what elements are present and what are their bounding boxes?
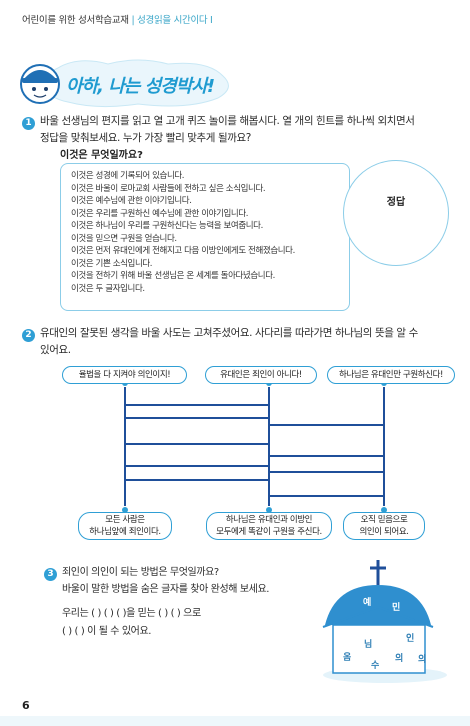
ladder-bottom-label-2-line1: 하나님은 유대인과 이방인 bbox=[225, 515, 313, 525]
hint-line: 이것을 믿으면 구원을 얻습니다. bbox=[71, 233, 177, 244]
church-puzzle: 예 민 님 인 옴 수 의 의 bbox=[315, 555, 455, 685]
church-letter: 의 bbox=[395, 654, 404, 664]
answer-circle[interactable]: 정답 bbox=[343, 160, 449, 266]
question-number-2: 2 bbox=[22, 329, 35, 342]
banner-title: 아하, 나는 성경박사! bbox=[66, 76, 215, 97]
ladder-bottom-label-2-line2: 모두에게 똑같이 구원을 주신다. bbox=[216, 527, 322, 537]
church-letter: 민 bbox=[392, 603, 401, 613]
header-title: 어린이를 위한 성서학습교재 bbox=[22, 15, 129, 26]
question-3-fill-line1[interactable]: 우리는 ( ) ( ) ( )을 믿는 ( ) ( ) 으로 bbox=[62, 608, 201, 619]
hint-line: 이것은 먼저 유대인에게 전해지고 다음 이방인에게도 전해졌습니다. bbox=[71, 246, 295, 256]
ladder-bottom-label-1-line2: 하나님앞에 죄인이다. bbox=[89, 527, 161, 537]
question-number-3: 3 bbox=[44, 568, 57, 581]
question-1-text-line2: 정답을 맞춰보세요. 누가 가장 빨리 맞추게 될까요? bbox=[40, 132, 251, 144]
church-icon bbox=[322, 560, 447, 683]
hint-box-label: 이것은 무엇일까요? bbox=[60, 150, 143, 161]
question-3-text-line1: 죄인이 의인이 되는 방법은 무엇일까요? bbox=[62, 567, 219, 578]
hint-line: 이것을 전하기 위해 바울 선생님은 온 세계를 돌아다녔습니다. bbox=[71, 271, 275, 281]
page-header: 어린이를 위한 성서학습교재 | 성경읽을 시간이다 I bbox=[22, 12, 213, 26]
banner-cloud-icon bbox=[20, 59, 229, 108]
bottom-strip bbox=[0, 716, 470, 726]
ladder-top-label-1: 율법을 다 지켜야 의인이지! bbox=[62, 366, 187, 384]
hint-line: 이것은 하나님이 우리를 구원하신다는 능력을 보여줍니다. bbox=[71, 221, 263, 231]
church-letter: 예 bbox=[363, 598, 372, 608]
ladder-top-label-2: 유대인은 죄인이 아니다! bbox=[205, 366, 317, 384]
hint-line: 이것은 두 글자입니다. bbox=[71, 283, 145, 294]
ladder-bottom-label-3-line2: 의인이 되어요. bbox=[359, 527, 409, 537]
ladder-bottom-label-2: 하나님은 유대인과 이방인 모두에게 똑같이 구원을 주신다. bbox=[206, 512, 332, 540]
header-subtitle: | 성경읽을 시간이다 I bbox=[131, 15, 213, 26]
hint-line: 이것은 예수님에 관한 이야기입니다. bbox=[71, 196, 192, 206]
hint-line: 이것은 우리를 구원하신 예수님에 관한 이야기입니다. bbox=[71, 208, 249, 219]
question-1-text-line1: 바울 선생님의 편지를 읽고 열 고개 퀴즈 놀이를 해봅시다. 열 개의 힌트… bbox=[40, 115, 415, 127]
question-3-text-line2: 바울이 말한 방법을 숨은 글자를 찾아 완성해 보세요. bbox=[62, 584, 270, 595]
question-number-1: 1 bbox=[22, 117, 35, 130]
ladder-bottom-label-3-line1: 오직 믿음으로 bbox=[360, 515, 408, 525]
church-letter: 옴 bbox=[343, 653, 352, 663]
hint-line: 이것은 바울이 로마교회 사람들에 전하고 싶은 소식입니다. bbox=[71, 183, 266, 194]
ladder-top-label-3: 하나님은 유대인만 구원하신다! bbox=[327, 366, 455, 384]
question-2-text-line2: 있어요. bbox=[40, 344, 71, 356]
hint-line: 이것은 성경에 기록되어 있습니다. bbox=[71, 171, 185, 181]
question-3-fill-line2[interactable]: ( ) ( ) 이 될 수 있어요. bbox=[62, 626, 152, 637]
question-2-text-line1: 유대인의 잘못된 생각을 바울 사도는 고쳐주셨어요. 사다리를 따라가면 하나… bbox=[40, 327, 418, 339]
answer-label: 정답 bbox=[386, 197, 406, 208]
ladder-bottom-label-1-line1: 모든 사람은 bbox=[105, 515, 145, 525]
church-letter: 인 bbox=[406, 634, 415, 644]
section-banner: 아하, 나는 성경박사! bbox=[18, 58, 238, 110]
church-letter: 수 bbox=[371, 661, 380, 671]
ladder-bottom-label-3: 오직 믿음으로 의인이 되어요. bbox=[343, 512, 425, 540]
church-letter: 님 bbox=[364, 640, 373, 650]
ladder-bottom-label-1: 모든 사람은 하나님앞에 죄인이다. bbox=[78, 512, 172, 540]
hint-line: 이것은 기쁜 소식입니다. bbox=[71, 258, 153, 269]
church-letter: 의 bbox=[418, 655, 427, 665]
hint-box: 이것은 성경에 기록되어 있습니다. 이것은 바울이 로마교회 사람들에 전하고… bbox=[60, 163, 350, 311]
page-number: 6 bbox=[22, 699, 30, 712]
